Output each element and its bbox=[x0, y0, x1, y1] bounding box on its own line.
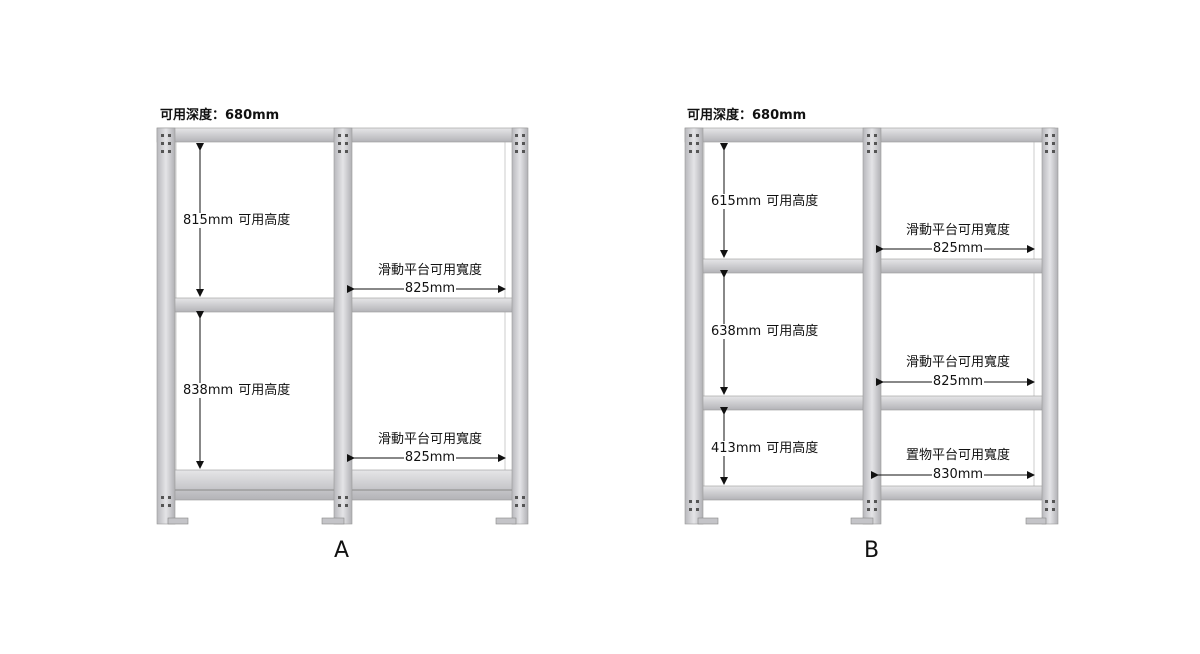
post-b-right bbox=[1041, 127, 1059, 525]
height-text: 可用高度 bbox=[766, 324, 819, 339]
shelf-frame-b bbox=[684, 127, 1059, 525]
shelf-frame-a bbox=[156, 127, 529, 525]
width-label-1: 滑動平台可用寬度 bbox=[905, 223, 1010, 238]
width-label-2: 滑動平台可用寬度 bbox=[377, 432, 482, 447]
width-label-2: 滑動平台可用寬度 bbox=[905, 355, 1010, 370]
width-value-2: 825mm bbox=[931, 374, 985, 389]
height-text: 可用高度 bbox=[766, 441, 819, 456]
width-value-2: 825mm bbox=[403, 450, 457, 465]
shelf-diagram-a: 可用深度：680mm 815mm 可用高度 838mm 可用高度 滑動平台可用寬… bbox=[0, 0, 560, 654]
height-text: 可用高度 bbox=[766, 194, 819, 209]
height-label-2: 638mm 可用高度 bbox=[710, 324, 818, 340]
diagram-caption: A bbox=[334, 538, 350, 563]
post-b-left bbox=[684, 127, 704, 525]
width-label-3: 置物平台可用寬度 bbox=[905, 448, 1010, 463]
height-text: 可用高度 bbox=[238, 213, 291, 228]
post-a-left bbox=[156, 127, 176, 525]
width-value-3: 830mm bbox=[931, 467, 985, 482]
width-value-1: 825mm bbox=[403, 281, 457, 296]
height-label-1: 615mm 可用高度 bbox=[710, 194, 818, 210]
height-label-3: 413mm 可用高度 bbox=[710, 441, 818, 457]
height-label-1: 815mm 可用高度 bbox=[182, 213, 290, 229]
diagram-caption: B bbox=[864, 538, 880, 563]
height-value: 638mm bbox=[710, 324, 763, 339]
depth-label: 可用深度：680mm bbox=[687, 108, 807, 123]
height-value: 815mm bbox=[182, 213, 235, 228]
height-text: 可用高度 bbox=[238, 383, 291, 398]
height-value: 838mm bbox=[182, 383, 235, 398]
height-value: 615mm bbox=[710, 194, 763, 209]
post-a-right bbox=[511, 127, 529, 525]
shelf-diagram-b: 可用深度：680mm 615mm 可用高度 638mm 可用高度 413mm 可… bbox=[526, 0, 1086, 654]
depth-label: 可用深度：680mm bbox=[160, 108, 280, 123]
width-value-1: 825mm bbox=[931, 241, 985, 256]
post-b-middle bbox=[862, 127, 882, 525]
height-value: 413mm bbox=[710, 441, 763, 456]
height-label-2: 838mm 可用高度 bbox=[182, 383, 290, 399]
width-label-1: 滑動平台可用寬度 bbox=[377, 263, 482, 278]
